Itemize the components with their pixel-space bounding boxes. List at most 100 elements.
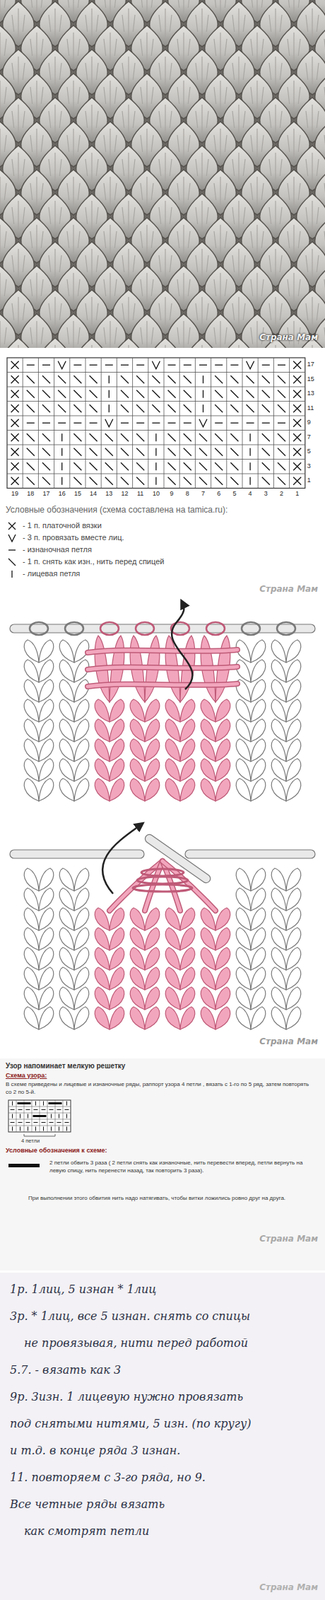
fabric-rib [311, 248, 313, 279]
chart-symbol [57, 422, 66, 424]
stitch [215, 1006, 231, 1029]
stitch [74, 986, 90, 1009]
legend-item: - лицевая петля [7, 568, 318, 579]
arrow [171, 601, 193, 689]
watermark: Страна Мам [211, 1232, 318, 1244]
fabric-rib [22, 14, 25, 32]
stitch [286, 678, 301, 702]
chart-symbol [293, 404, 301, 412]
fabric-rib [256, 224, 258, 255]
handwritten-line: и т.д. в конце ряда 3 изнан. [9, 1442, 311, 1457]
stitch-loop [29, 621, 49, 635]
chart-symbol [73, 404, 82, 412]
fabric-rib [146, 128, 147, 159]
fabric-rib [269, 110, 272, 128]
stitch-loop [241, 621, 260, 635]
fabric-rib [109, 272, 111, 303]
fabric-rib [206, 158, 209, 176]
fabric-rib [146, 0, 147, 15]
column-number: 2 [273, 490, 289, 497]
fabric-rib [91, 8, 92, 39]
fabric-rib [85, 158, 88, 176]
knitting-illustration [9, 601, 316, 801]
fabric-rib [232, 14, 235, 32]
fabric-rib [293, 0, 294, 15]
stitch [130, 718, 145, 742]
chart-symbol [214, 404, 223, 412]
yarn-wrap [132, 883, 193, 891]
stitch [59, 966, 75, 990]
chart-symbol [105, 418, 114, 427]
fabric-rib [151, 38, 154, 56]
legend-text: 2 петли обвить 3 раза ( 2 петли снять ка… [49, 1158, 317, 1175]
chart-symbol [120, 364, 129, 366]
fabric-rib [54, 56, 56, 87]
stitch [130, 986, 145, 1009]
fabric-rib [324, 0, 325, 8]
chart-symbol [246, 375, 255, 383]
chart-symbol [183, 390, 192, 398]
fabric-rib [164, 104, 166, 135]
column-number: 17 [38, 490, 54, 497]
stitch [74, 966, 90, 990]
chart-symbol [26, 433, 35, 441]
fabric-rib [201, 248, 203, 279]
stitch [215, 966, 231, 990]
row-number: 1 [307, 476, 325, 484]
stitch [109, 986, 125, 1009]
row-number: 17 [307, 361, 325, 369]
stitch [200, 718, 216, 742]
fabric-rib [316, 255, 319, 273]
stitch [235, 659, 251, 682]
chart-symbol [105, 462, 114, 470]
stitch [250, 777, 266, 801]
yarn-strand [87, 683, 238, 687]
stitch [271, 718, 287, 742]
stitch [165, 1006, 181, 1029]
stitch [235, 966, 251, 990]
fabric-rib [109, 128, 111, 159]
fabric-rib [219, 128, 221, 159]
chart-symbol [108, 390, 110, 398]
fabric-rib [140, 38, 143, 56]
chart-symbol [26, 447, 35, 456]
stitch [74, 678, 90, 702]
fabric-rib [67, 134, 70, 152]
fabric-rib [177, 279, 180, 297]
fabric-rib [232, 207, 235, 224]
wrap-symbol [17, 1101, 32, 1104]
fabric-rib [127, 152, 129, 183]
fabric-rib [151, 279, 154, 297]
fabric-rib [232, 158, 235, 176]
fabric-rib [114, 182, 117, 200]
wrap-symbol [33, 1114, 47, 1117]
stitch [235, 887, 251, 910]
chart-symbol [151, 422, 160, 424]
stitch [59, 639, 75, 663]
fabric-rib [72, 32, 74, 63]
chart-symbol [293, 447, 301, 456]
stitch [130, 926, 145, 950]
stitch [215, 926, 231, 950]
chart-symbol [199, 433, 208, 441]
column-number: 8 [179, 490, 195, 497]
fabric-rib [91, 296, 92, 327]
fabric-rib [206, 255, 209, 273]
stitch [271, 986, 287, 1009]
fabric-rib [238, 248, 239, 279]
fabric-rib [132, 255, 135, 273]
stitch [59, 738, 75, 761]
chart-symbol [73, 476, 82, 485]
fabric-rib [274, 152, 276, 183]
fabric-rib [238, 152, 239, 183]
fabric-rib [40, 38, 44, 56]
fabric-rib [293, 80, 294, 111]
legend-text: - лицевая петля [22, 568, 318, 579]
knitting-needle [143, 832, 212, 884]
chart-symbol [246, 390, 255, 398]
fabric-rib [311, 8, 313, 39]
chart-symbol [262, 422, 270, 424]
chart-symbol [262, 390, 270, 398]
stitch [215, 758, 231, 781]
fabric-rib [305, 158, 309, 176]
